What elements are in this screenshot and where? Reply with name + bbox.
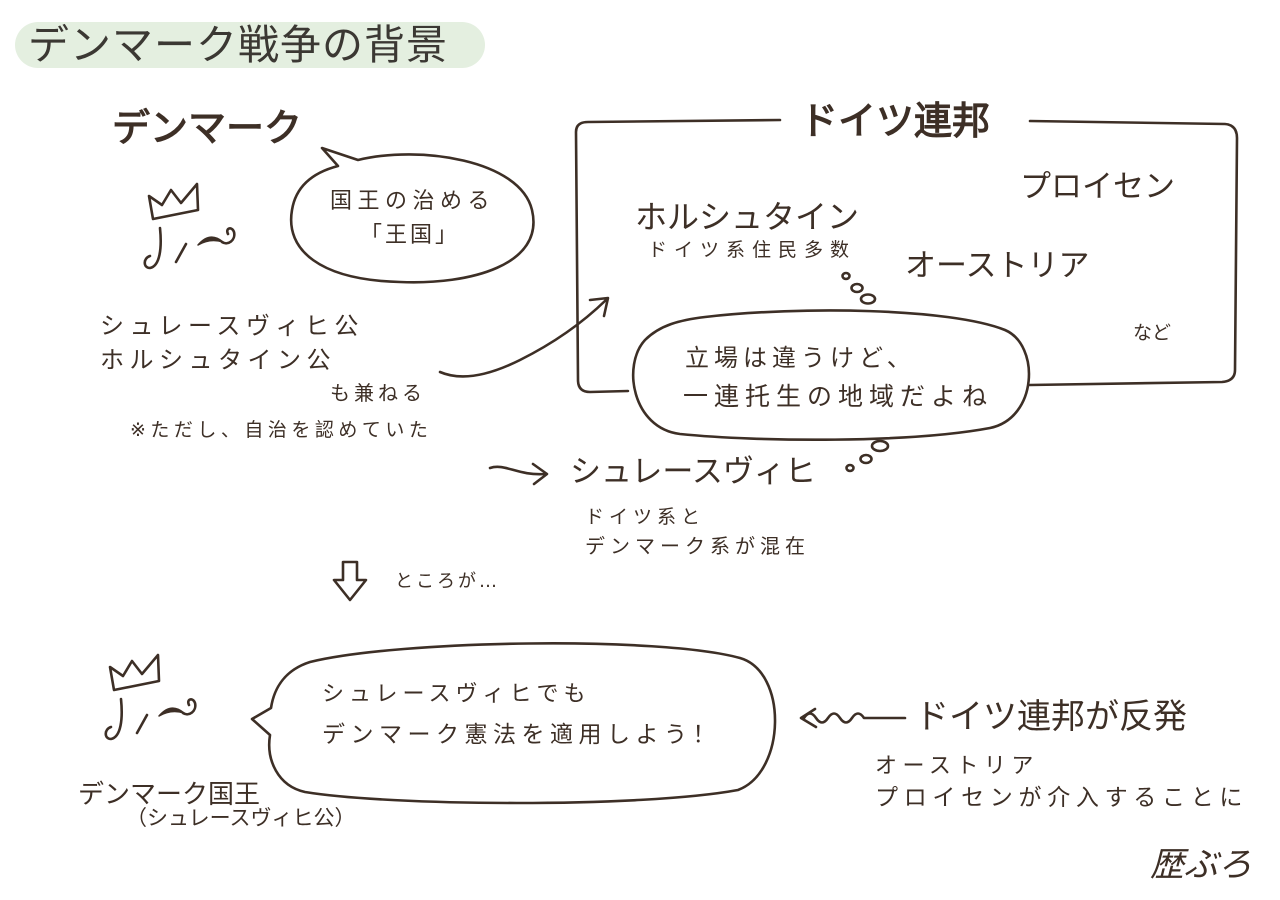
austria-label: オーストリア (905, 248, 1090, 284)
schleswig-note-line-1: ドイツ系と (585, 506, 706, 528)
wavy-arrow-icon (799, 707, 907, 729)
king-caption-sub: （シュレースヴィヒ公） (126, 806, 356, 830)
king-speech-line-1: シュレースヴィヒでも (322, 682, 591, 707)
etc-label: など (1133, 322, 1172, 344)
holstein-note: ドイツ系住民多数 (648, 239, 857, 261)
crown-icon (108, 653, 161, 692)
king-speech-bubble (250, 642, 777, 805)
title-banner: デンマーク戦争の背景 (15, 22, 485, 68)
confederation-heading: ドイツ連邦 (800, 99, 991, 143)
mustache-icon (158, 707, 185, 717)
thought-dot-medium-lower (859, 453, 873, 465)
king-face-icon (143, 226, 236, 270)
reaction-detail-line-2: プロイセンが介入することに (875, 785, 1249, 811)
duchy-holstein: ホルシュタイン公 (100, 346, 336, 374)
also-holds-text: も兼ねる (330, 381, 426, 405)
right-arrow-icon (488, 462, 549, 486)
autonomy-note: ※ただし、自治を認めていた (130, 419, 433, 441)
thought-dot-large-lower (870, 439, 890, 453)
schleswig-label: シュレースヴィヒ (570, 454, 816, 490)
schleswig-note-line-2: デンマーク系が混在 (585, 534, 810, 558)
down-arrow-icon (332, 560, 368, 602)
king-caption: デンマーク国王 (78, 780, 261, 810)
kingdom-speech-bubble (289, 146, 535, 284)
thought-dot-large (859, 293, 877, 305)
king-doodle-top (143, 182, 236, 270)
thought-line-2: 一連托生の地域だよね (683, 382, 994, 411)
signature: 歴ぶろ (1150, 845, 1252, 885)
duchy-schleswig: シュレースヴィヒ公 (100, 312, 364, 340)
prussia-label: プロイセン (1020, 169, 1175, 205)
page-title: デンマーク戦争の背景 (28, 21, 448, 69)
thought-dot-small (841, 271, 851, 281)
transition-text: ところが… (395, 571, 500, 592)
reaction-heading: ドイツ連邦が反発 (915, 697, 1187, 737)
thought-dot-small-lower (845, 463, 855, 473)
king-speech-line-2: デンマーク憲法を適用しよう！ (322, 722, 721, 748)
confederation-box-left (574, 118, 782, 394)
thought-bubble (631, 309, 1031, 442)
reaction-detail-line-1: オーストリア (875, 754, 1039, 779)
arrow-icon (438, 296, 610, 378)
king-doodle-bottom (104, 653, 197, 741)
holstein-label: ホルシュタイン (635, 198, 860, 236)
kingdom-bubble-line-2: 「王国」 (360, 223, 461, 248)
thought-dot-medium (850, 282, 864, 294)
thought-line-1: 立場は違うけど、 (685, 344, 916, 372)
confederation-box-right (1028, 119, 1239, 387)
crown-icon (147, 182, 200, 221)
denmark-heading: デンマーク (112, 106, 303, 150)
king-face-icon (104, 697, 197, 741)
mustache-icon (197, 236, 224, 246)
kingdom-bubble-line-1: 国王の治める (330, 189, 496, 214)
